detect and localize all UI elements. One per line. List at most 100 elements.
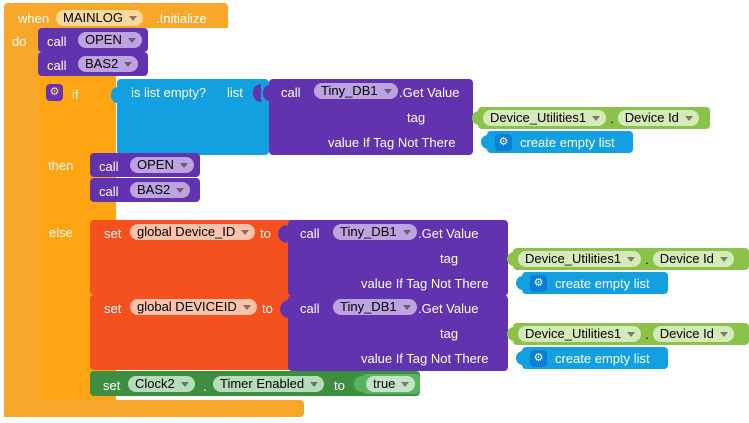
- chevron-down-icon[interactable]: [124, 62, 133, 67]
- procedure-dropdown-open[interactable]: OPEN: [78, 32, 142, 48]
- component-dropdown-device-utilities1[interactable]: Device_Utilities1: [483, 110, 607, 126]
- gear-icon[interactable]: ⚙: [530, 349, 547, 367]
- component-getter-block-3[interactable]: Device_Utilities1 . Device Id: [507, 323, 749, 345]
- set-global-deviceid-block[interactable]: set global DEVICEID to: [90, 295, 296, 370]
- property-dropdown-label: Device Id: [659, 326, 714, 341]
- procedure-dropdown-bas2[interactable]: BAS2: [130, 182, 191, 198]
- call-label: call: [300, 226, 320, 241]
- property-dropdown-timer-enabled[interactable]: Timer Enabled: [213, 376, 325, 392]
- gear-icon[interactable]: ⚙: [46, 84, 63, 101]
- call-bas2-block-1[interactable]: call BAS2: [38, 52, 148, 76]
- method-name-label: .Get Value: [418, 301, 479, 316]
- when-mainlog-initialize-block[interactable]: when MAINLOG .Initialize: [4, 3, 228, 28]
- if-label: if: [72, 87, 79, 102]
- event-name-label: .Initialize: [156, 11, 207, 26]
- component-dropdown-device-utilities1[interactable]: Device_Utilities1: [518, 326, 642, 342]
- tinydb-getvalue-block-3[interactable]: call Tiny_DB1 .Get Value tag value If Ta…: [282, 295, 508, 371]
- value-plug: [111, 87, 118, 103]
- set-global-device-id-block[interactable]: set global Device_ID to: [90, 220, 296, 295]
- procedure-dropdown-open[interactable]: OPEN: [130, 157, 194, 173]
- chevron-down-icon[interactable]: [128, 16, 137, 21]
- is-list-empty-block[interactable]: is list empty? list: [111, 79, 269, 155]
- component-dropdown-device-utilities1[interactable]: Device_Utilities1: [518, 251, 642, 267]
- chevron-down-icon[interactable]: [310, 382, 319, 387]
- list-socket: [253, 84, 261, 102]
- chevron-down-icon[interactable]: [627, 332, 636, 337]
- procedure-dropdown-bas2[interactable]: BAS2: [78, 56, 139, 72]
- chevron-down-icon[interactable]: [684, 116, 693, 121]
- gear-icon[interactable]: ⚙: [495, 133, 512, 151]
- chevron-down-icon[interactable]: [242, 305, 251, 310]
- value-plug: [516, 276, 523, 290]
- procedure-dropdown-label: OPEN: [137, 157, 174, 172]
- set-label: set: [104, 301, 122, 316]
- when-label: when: [18, 11, 50, 26]
- create-empty-list-block-2[interactable]: ⚙ create empty list: [516, 272, 668, 294]
- call-label: call: [99, 184, 119, 199]
- set-label: set: [103, 378, 121, 393]
- chevron-down-icon[interactable]: [241, 230, 250, 235]
- chevron-down-icon[interactable]: [627, 257, 636, 262]
- chevron-down-icon[interactable]: [719, 257, 728, 262]
- chevron-down-icon[interactable]: [401, 382, 410, 387]
- boolean-dropdown-true[interactable]: true: [366, 376, 416, 392]
- component-getter-block-2[interactable]: Device_Utilities1 . Device Id: [507, 248, 749, 270]
- procedure-dropdown-label: BAS2: [137, 182, 171, 197]
- create-empty-list-label: create empty list: [520, 134, 615, 150]
- component-getter-block-1[interactable]: Device_Utilities1 . Device Id: [472, 107, 710, 129]
- block-notch: [112, 295, 130, 301]
- create-empty-list-block-3[interactable]: ⚙ create empty list: [516, 347, 668, 369]
- variable-dropdown-global-deviceid[interactable]: global DEVICEID: [130, 299, 257, 315]
- property-dropdown-label: Device Id: [659, 251, 714, 266]
- variable-dropdown-global-device-id[interactable]: global Device_ID: [130, 224, 256, 240]
- component-dropdown-tinydb1[interactable]: Tiny_DB1: [333, 299, 417, 315]
- call-label: call: [99, 159, 119, 174]
- chevron-down-icon[interactable]: [179, 163, 188, 168]
- chevron-down-icon[interactable]: [176, 188, 185, 193]
- set-label: set: [104, 226, 122, 241]
- chevron-down-icon[interactable]: [383, 89, 392, 94]
- chevron-down-icon[interactable]: [719, 332, 728, 337]
- variable-dropdown-label: global DEVICEID: [137, 299, 237, 314]
- component-dropdown-label: Tiny_DB1: [340, 224, 397, 239]
- block-notch: [112, 220, 130, 226]
- property-dropdown-device-id[interactable]: Device Id: [617, 110, 699, 126]
- boolean-dropdown-label: true: [373, 376, 396, 391]
- value-plug: [507, 252, 514, 266]
- block-notch: [112, 371, 130, 377]
- call-open-block-2[interactable]: call OPEN: [90, 153, 200, 177]
- chevron-down-icon[interactable]: [402, 305, 411, 310]
- component-dropdown-label: Clock2: [135, 376, 175, 391]
- component-dropdown-clock2[interactable]: Clock2: [128, 376, 195, 392]
- tag-socket-label: tag: [407, 110, 426, 125]
- property-dropdown-device-id[interactable]: Device Id: [652, 326, 734, 342]
- value-plug: [356, 377, 363, 391]
- else-label: else: [49, 225, 73, 240]
- component-dropdown-label: Device_Utilities1: [525, 251, 622, 266]
- chevron-down-icon[interactable]: [402, 230, 411, 235]
- component-dropdown-mainlog[interactable]: MAINLOG: [56, 10, 143, 26]
- property-dropdown-device-id[interactable]: Device Id: [652, 251, 734, 267]
- tinydb-getvalue-block-2[interactable]: call Tiny_DB1 .Get Value tag value If Ta…: [282, 220, 508, 296]
- value-plug: [472, 111, 479, 125]
- value-if-tag-not-there-label: value If Tag Not There: [361, 276, 489, 291]
- chevron-down-icon[interactable]: [127, 38, 136, 43]
- logic-true-block[interactable]: true: [356, 374, 420, 394]
- getter-separator: .: [645, 251, 649, 267]
- gear-icon[interactable]: ⚙: [530, 274, 547, 292]
- create-empty-list-block-1[interactable]: ⚙ create empty list: [481, 131, 633, 153]
- value-if-tag-not-there-label: value If Tag Not There: [361, 351, 489, 366]
- chevron-down-icon[interactable]: [180, 382, 189, 387]
- getter-separator: .: [610, 110, 614, 126]
- is-list-empty-label: is list empty?: [131, 85, 207, 100]
- component-dropdown-tinydb1[interactable]: Tiny_DB1: [314, 83, 398, 99]
- method-name-label: .Get Value: [399, 85, 460, 100]
- component-dropdown-tinydb1[interactable]: Tiny_DB1: [333, 224, 417, 240]
- tinydb-getvalue-block-1[interactable]: call Tiny_DB1 .Get Value tag value If Ta…: [263, 79, 473, 155]
- call-bas2-block-2[interactable]: call BAS2: [90, 178, 200, 202]
- call-open-block-1[interactable]: call OPEN: [38, 28, 148, 52]
- create-empty-list-label: create empty list: [555, 275, 650, 291]
- component-dropdown-label: Device_Utilities1: [490, 110, 587, 125]
- chevron-down-icon[interactable]: [592, 116, 601, 121]
